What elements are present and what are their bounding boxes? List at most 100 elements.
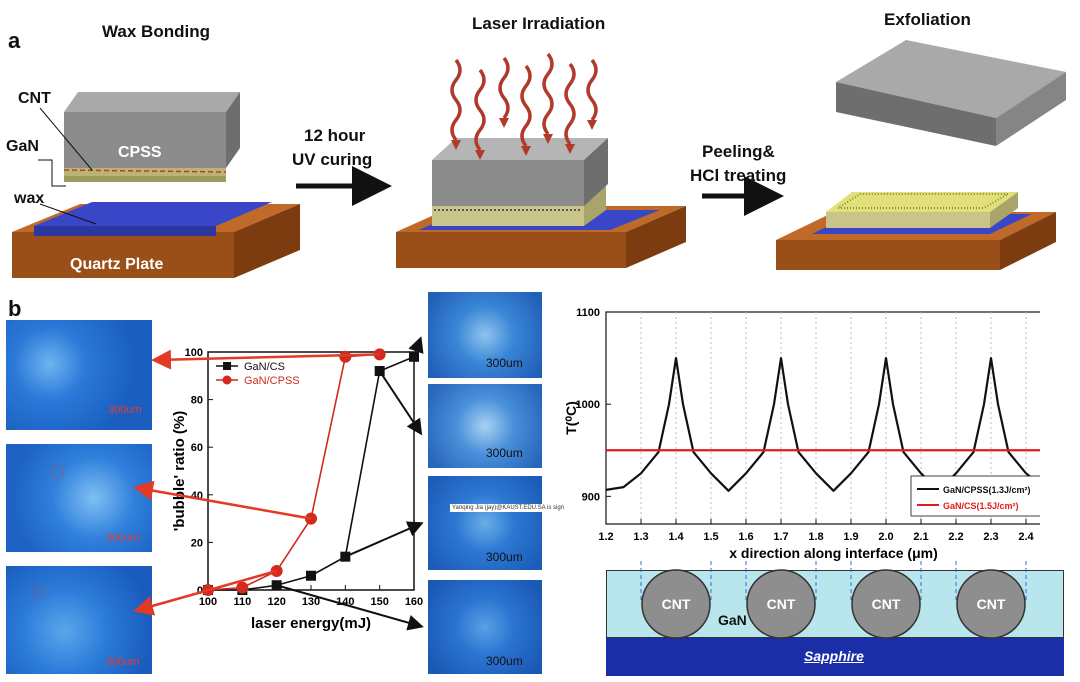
cnt-label: CNT bbox=[18, 90, 51, 107]
cpss-block-2 bbox=[432, 138, 608, 206]
x-axis-label: laser energy(mJ) bbox=[251, 615, 371, 632]
step3-title: Exfoliation bbox=[884, 10, 971, 29]
cnt-circle bbox=[746, 569, 816, 639]
data-point-circle bbox=[339, 350, 352, 363]
scale-label-right-3: 300um bbox=[486, 550, 523, 564]
data-point-square bbox=[340, 551, 351, 562]
arrow-to-left-2 bbox=[133, 480, 312, 520]
x-tick-label: 120 bbox=[267, 596, 285, 608]
micrograph-right-1 bbox=[428, 292, 542, 378]
cnt-label: CNT bbox=[872, 596, 901, 612]
cnt-label: CNT bbox=[977, 596, 1006, 612]
gan-layer-label: GaN bbox=[718, 612, 747, 628]
micrograph-left-3 bbox=[6, 566, 152, 674]
x-tick-label: 100 bbox=[199, 596, 217, 608]
y-tick-label-c: 1100 bbox=[576, 307, 600, 319]
arrow-to-right-1 bbox=[408, 336, 424, 358]
temperature-chart: 1.21.31.41.51.61.71.81.92.02.12.22.32.42… bbox=[563, 307, 1040, 561]
x-tick-label-c: 2.1 bbox=[913, 531, 928, 543]
data-point-square bbox=[409, 351, 419, 362]
x-tick-label-c: 2.4 bbox=[1018, 531, 1034, 543]
legend-label-c: GaN/CS(1.5J/cm²) bbox=[943, 501, 1019, 511]
x-tick-label-c: 1.7 bbox=[773, 531, 788, 543]
x-tick-label: 160 bbox=[405, 596, 423, 608]
scale-label-right-4: 300um bbox=[486, 654, 523, 668]
y-tick-label-c: 1000 bbox=[576, 399, 600, 411]
arrow-to-left-1 bbox=[151, 349, 380, 370]
panel-b-connector-arrows bbox=[31, 336, 424, 631]
y-tick-label: 100 bbox=[185, 347, 203, 359]
arrow-to-right-4 bbox=[276, 584, 424, 631]
wax-label: wax bbox=[14, 190, 45, 207]
x-tick-label-c: 1.9 bbox=[843, 531, 858, 543]
gan-label: GaN bbox=[6, 138, 39, 155]
legend-label-c: GaN/CPSS(1.3J/cm²) bbox=[943, 485, 1031, 495]
data-point-circle bbox=[236, 581, 249, 594]
legend-box-c bbox=[910, 475, 1040, 517]
x-tick-label-c: 1.6 bbox=[738, 531, 753, 543]
x-tick-label: 130 bbox=[302, 596, 320, 608]
micrograph-right-4 bbox=[428, 580, 542, 674]
arrow2-text-line2: HCl treating bbox=[690, 166, 787, 185]
sapphire-layer bbox=[606, 638, 1064, 676]
micrograph-left-2 bbox=[6, 444, 152, 552]
scale-label-left-2: 300um bbox=[106, 532, 140, 544]
wax-layer-1 bbox=[34, 202, 272, 236]
scale-label-right-1: 300um bbox=[486, 356, 523, 370]
y-tick-label-c: 900 bbox=[582, 491, 600, 503]
arrow1-text-line2: UV curing bbox=[292, 150, 373, 169]
cnt-circle bbox=[641, 569, 711, 639]
arrow-to-right-3 bbox=[344, 521, 424, 558]
watermark-text: Yanqing Jia (jay)@KAUST.EDU.SA is sign bbox=[450, 504, 567, 512]
x-tick-label: 110 bbox=[233, 596, 251, 608]
cpss-block-1 bbox=[64, 92, 240, 168]
legend-marker bbox=[223, 362, 231, 370]
scale-label-right-2: 300um bbox=[486, 446, 523, 460]
x-tick-label-c: 1.5 bbox=[703, 531, 718, 543]
arrow-to-right-2 bbox=[378, 370, 423, 436]
panel-b-letter: b bbox=[8, 296, 22, 321]
cnt-circle bbox=[956, 569, 1026, 639]
cnt-leader bbox=[39, 107, 93, 171]
cnt-label: CNT bbox=[767, 596, 796, 612]
y-axis-label-c: T(⁰C) bbox=[563, 401, 579, 435]
bubble-marker-2 bbox=[31, 585, 45, 599]
quartz-plate-label: Quartz Plate bbox=[70, 256, 164, 273]
legend-marker bbox=[222, 375, 232, 385]
x-tick-label-c: 2.3 bbox=[983, 531, 998, 543]
gan-layer-3 bbox=[826, 192, 1018, 228]
data-point-circle bbox=[373, 348, 386, 361]
legend-label: GaN/CS bbox=[244, 361, 285, 373]
step2-title: Laser Irradiation bbox=[472, 14, 606, 33]
laser-rays bbox=[450, 52, 598, 152]
x-axis-label-c: x direction along interface (μm) bbox=[729, 545, 938, 561]
sapphire-label: Sapphire bbox=[804, 648, 864, 664]
y-axis-label: 'bubble' ratio (%) bbox=[171, 411, 188, 531]
step1-title: Wax Bonding bbox=[102, 22, 210, 41]
panel-a: a Wax Bonding Laser Irradiation Exfoliat… bbox=[0, 0, 1080, 292]
panel-a-letter: a bbox=[8, 28, 21, 53]
scale-label-left-3: 300um bbox=[106, 656, 140, 668]
gan-leader bbox=[38, 159, 66, 187]
micrograph-right-3 bbox=[428, 476, 542, 570]
y-tick-label: 0 bbox=[197, 585, 203, 597]
wax-leader bbox=[39, 203, 97, 225]
cnt-label: CNT bbox=[662, 596, 691, 612]
panel-a-illustration bbox=[12, 40, 1066, 278]
data-point-square bbox=[306, 570, 316, 581]
y-tick-label: 80 bbox=[191, 395, 203, 407]
x-tick-label: 140 bbox=[336, 596, 354, 608]
x-tick-label-c: 2.0 bbox=[878, 531, 893, 543]
cnt-circle bbox=[851, 569, 921, 639]
series-line-GaN/CPSS(1.3J/cm²) bbox=[605, 356, 1040, 492]
y-tick-label: 60 bbox=[191, 442, 203, 454]
cpss-label: CPSS bbox=[118, 144, 162, 161]
x-tick-label-c: 2.2 bbox=[948, 531, 963, 543]
x-tick-label-c: 1.4 bbox=[668, 531, 684, 543]
x-tick-label: 150 bbox=[370, 596, 388, 608]
cnt-cross-section: CNT CNT CNT CNT bbox=[640, 560, 1027, 639]
scale-label-left-1: 300um bbox=[108, 404, 142, 416]
arrow-to-left-3 bbox=[133, 569, 278, 616]
arrow2-text-line1: Peeling& bbox=[702, 142, 775, 161]
